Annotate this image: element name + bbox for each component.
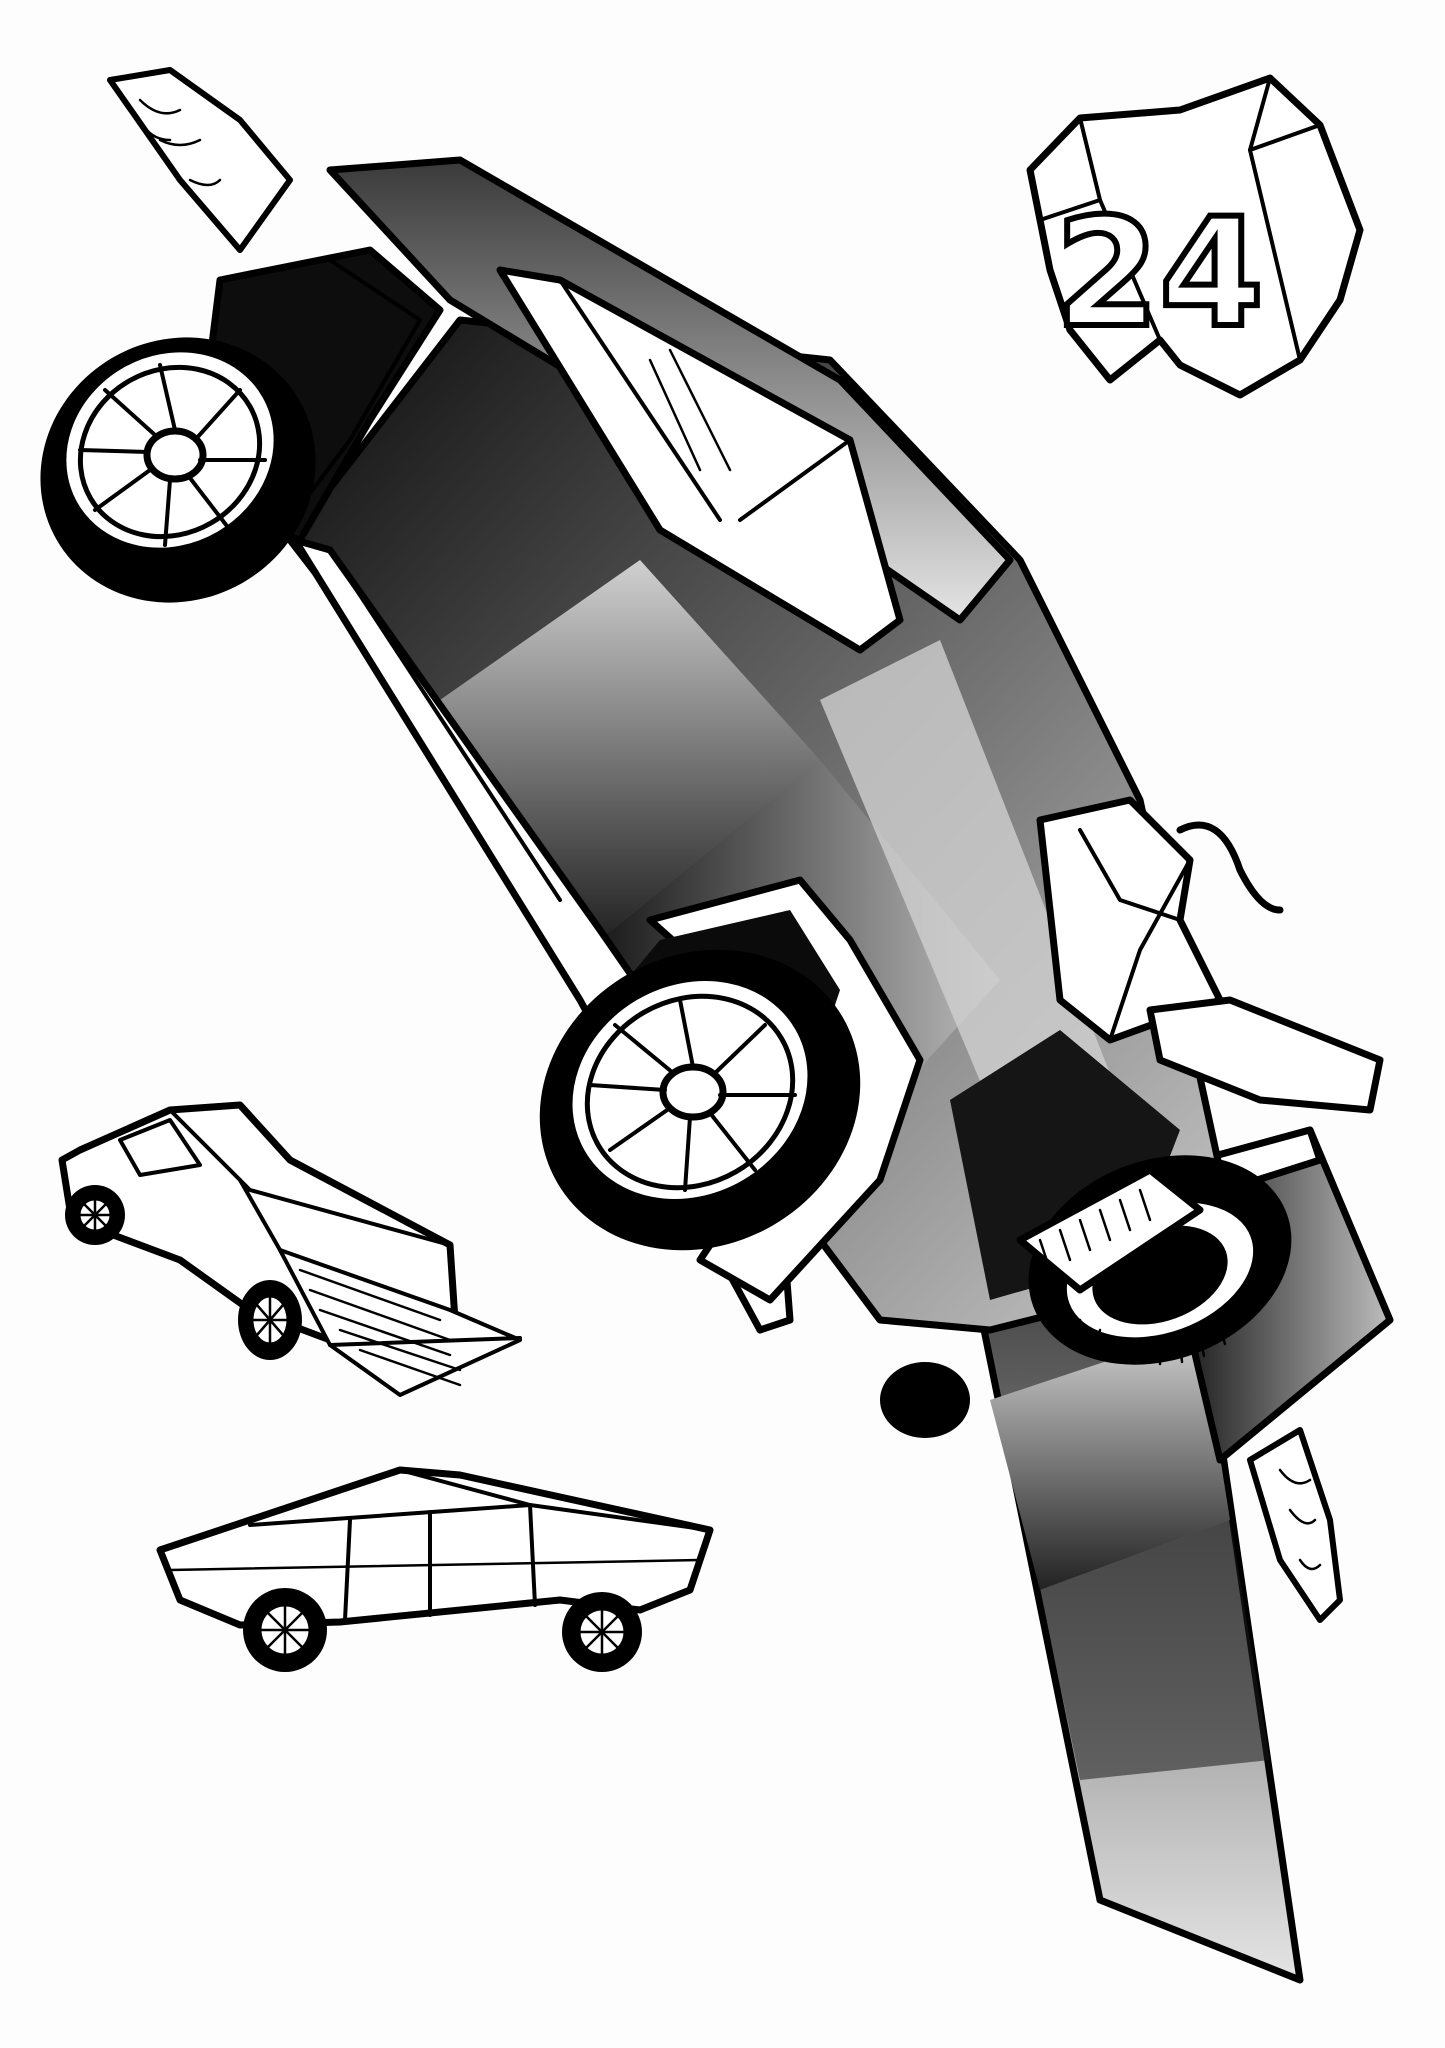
badge-number: 24 xyxy=(1055,187,1264,361)
front-wheel xyxy=(40,337,316,603)
main-truck xyxy=(40,67,1394,1984)
middle-wheel xyxy=(539,949,861,1251)
small-pickup xyxy=(58,1101,522,1397)
tread-detail xyxy=(1016,1166,1204,1294)
badge-24: 24 xyxy=(1026,74,1364,399)
small-cybertruck xyxy=(156,1466,714,1672)
